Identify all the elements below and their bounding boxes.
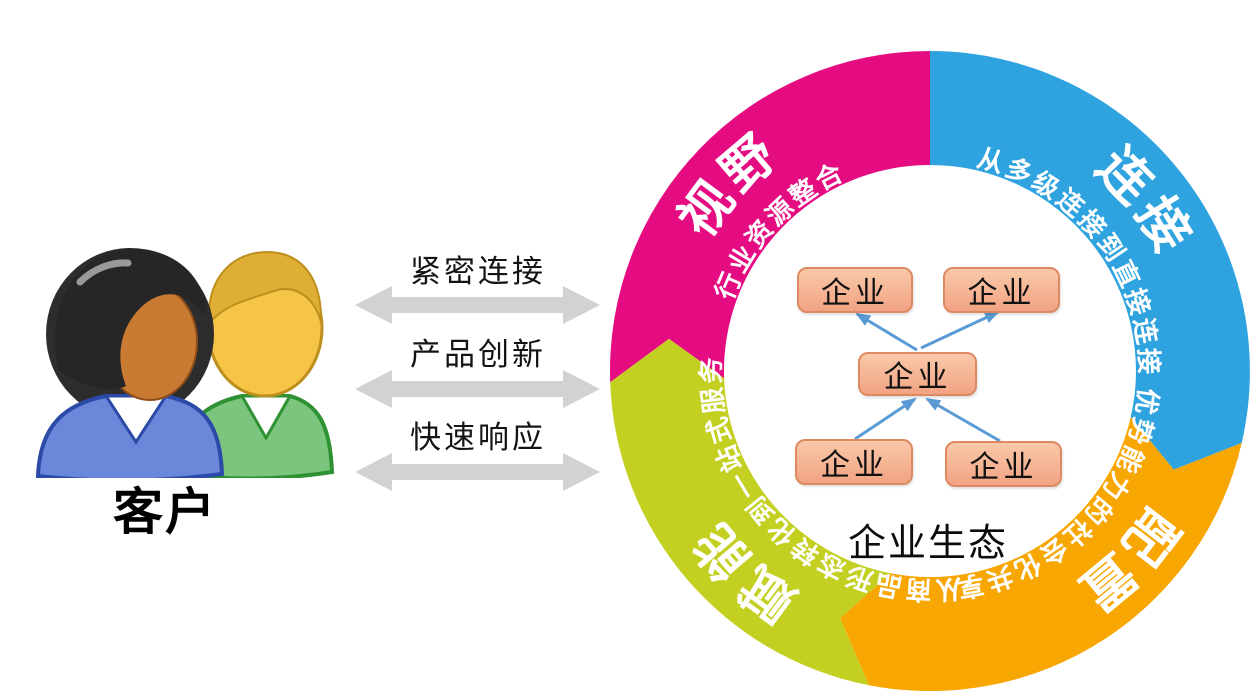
customer-label: 客户 [113, 484, 217, 540]
ecosystem-caption: 企业生态 [847, 523, 1008, 565]
enterprise-node: 企业 [797, 267, 913, 313]
blue-shirt [35, 394, 225, 478]
exchange-label-3: 快速响应 [410, 420, 546, 455]
hair-highlight [76, 259, 132, 286]
enterprise-node: 企业 [858, 352, 977, 396]
arrow-mid-to-topright [920, 310, 1000, 350]
enterprise-node: 企业 [795, 439, 913, 485]
segment-empower [610, 338, 891, 686]
double-arrow-icon [355, 453, 600, 491]
exchange-label-2: 产品创新 [410, 337, 546, 372]
exchange-label-1: 紧密连接 [410, 254, 546, 289]
enterprise-node: 企业 [945, 441, 1062, 487]
segment-configure [840, 417, 1242, 691]
arrow-bottomleft-to-mid [854, 397, 917, 441]
customers-icon [35, 248, 335, 478]
right-person-hair [207, 250, 323, 327]
arrow-mid-to-topleft [855, 312, 918, 352]
double-arrow-shape [355, 453, 600, 491]
segment-vision [610, 51, 930, 383]
double-arrow-shape [355, 286, 600, 324]
double-arrow-icon [355, 370, 600, 408]
left-person-hair-front [55, 248, 207, 390]
double-arrow-icon [355, 286, 600, 324]
enterprise-node: 企业 [943, 267, 1060, 313]
segment-connect [930, 51, 1250, 470]
network-arrows [854, 310, 1001, 443]
arrow-bottomright-to-mid [925, 397, 1001, 443]
double-arrow-shape [355, 370, 600, 408]
